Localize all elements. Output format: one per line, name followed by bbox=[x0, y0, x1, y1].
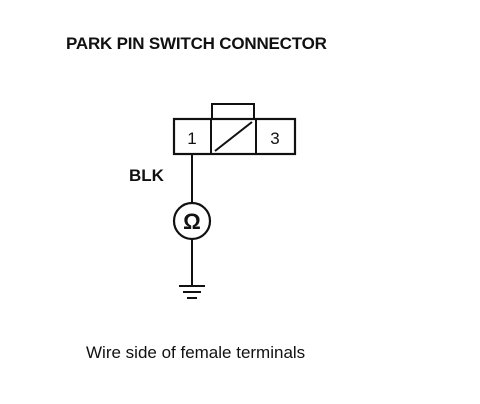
ohm-symbol: Ω bbox=[183, 209, 201, 234]
terminal-3-label: 3 bbox=[270, 129, 279, 148]
diagram-title: PARK PIN SWITCH CONNECTOR bbox=[66, 34, 327, 53]
diagram-caption: Wire side of female terminals bbox=[86, 343, 306, 362]
terminal-1-label: 1 bbox=[187, 129, 196, 148]
connector-lock-tab bbox=[211, 103, 255, 121]
wire-color-label: BLK bbox=[129, 166, 164, 185]
ground-icon bbox=[179, 285, 205, 299]
unused-terminal-slash bbox=[214, 121, 253, 152]
